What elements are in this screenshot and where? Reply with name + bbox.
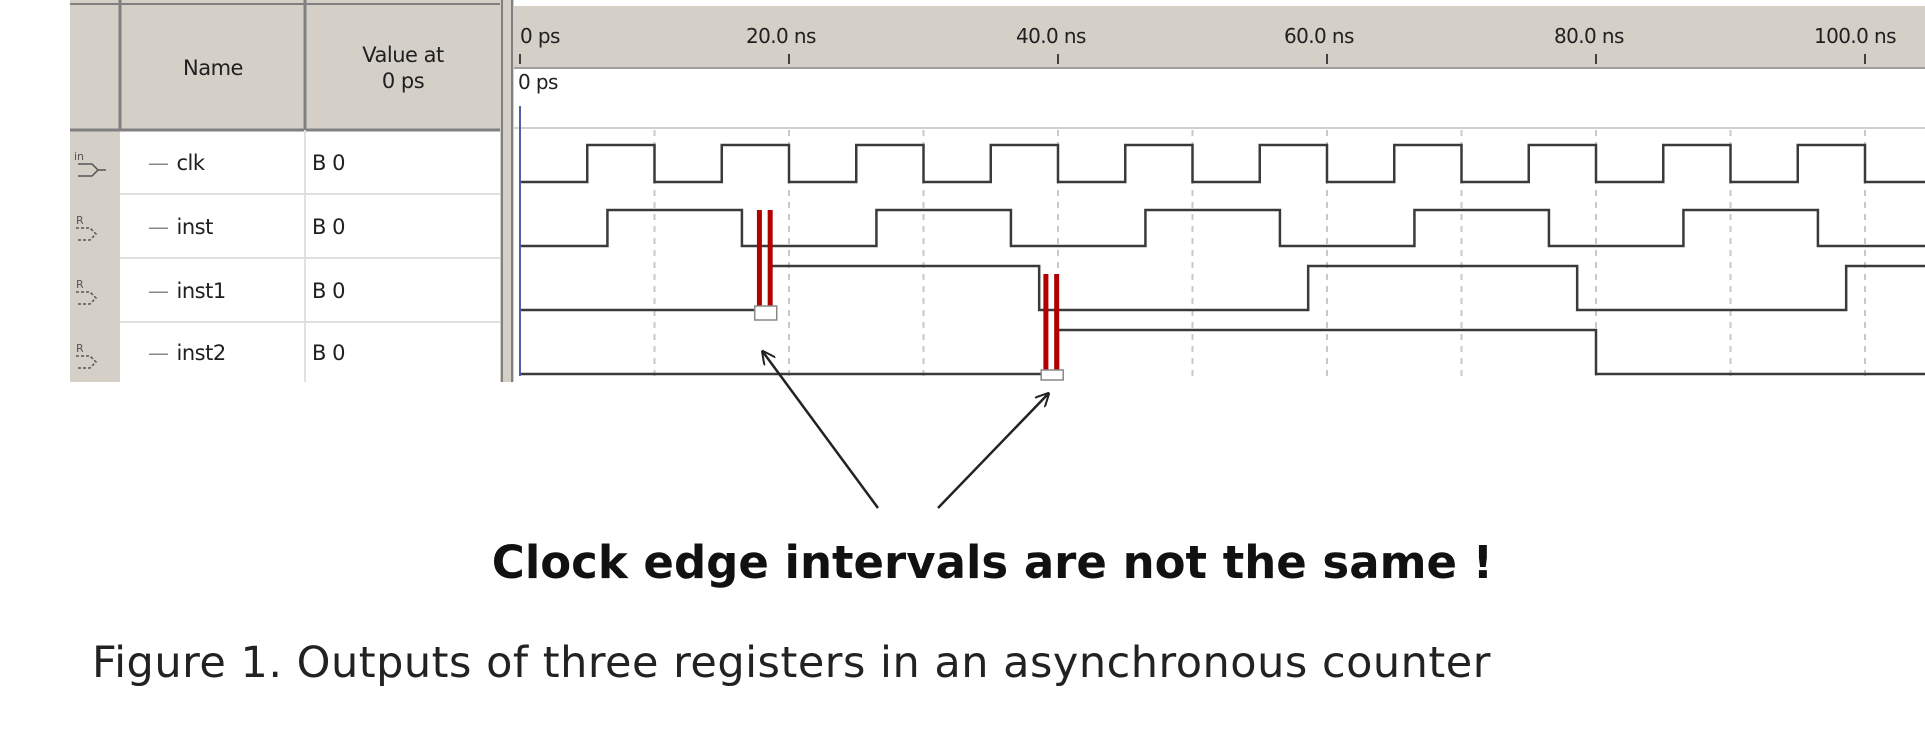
name-column-header[interactable]: Name <box>183 55 243 80</box>
edge-marker <box>753 305 778 321</box>
signal-name: —inst <box>148 215 213 239</box>
tick-label-0: 0 ps <box>520 24 560 48</box>
signal-value: B 0 <box>312 279 345 303</box>
register-output-icon: R <box>76 342 98 369</box>
value-column-header[interactable]: Value at 0 ps <box>362 42 444 93</box>
svg-text:R: R <box>76 214 84 227</box>
tick-label-20ns: 20.0 ns <box>746 24 816 48</box>
signal-name: —inst1 <box>148 279 226 303</box>
waveform-viewer: Name Value at 0 ps 0 ps 20.0 ns 40.0 ns … <box>70 0 1925 382</box>
cursor-time-label: 0 ps <box>518 70 558 94</box>
svg-text:in: in <box>74 150 84 163</box>
tick-label-80ns: 80.0 ns <box>1554 24 1624 48</box>
input-pin-icon: in <box>74 150 106 177</box>
table-header-bg <box>70 0 500 130</box>
signal-name: —clk <box>148 151 205 175</box>
register-output-icon: R <box>76 214 98 241</box>
arrow-to-second-edge <box>937 394 1048 509</box>
time-ruler <box>514 6 1925 68</box>
waveform-inst2 <box>520 328 1925 376</box>
signal-value: B 0 <box>312 215 345 239</box>
svg-text:R: R <box>76 342 84 355</box>
tick-label-60ns: 60.0 ns <box>1284 24 1354 48</box>
figure-caption: Figure 1. Outputs of three registers in … <box>92 638 1491 688</box>
register-output-icon: R <box>76 278 98 305</box>
waveform-clk <box>520 143 1925 184</box>
waveform-inst1 <box>520 264 1925 312</box>
svg-text:R: R <box>76 278 84 291</box>
signal-value: B 0 <box>312 341 345 365</box>
tick-label-100ns: 100.0 ns <box>1814 24 1897 48</box>
waveform-canvas <box>70 0 1925 382</box>
signal-value: B 0 <box>312 151 345 175</box>
table-body-bg <box>120 130 500 382</box>
waveform-inst <box>520 208 1925 248</box>
edge-marker <box>1040 369 1064 381</box>
tick-label-40ns: 40.0 ns <box>1016 24 1086 48</box>
signal-name: —inst2 <box>148 341 226 365</box>
annotation-text: Clock edge intervals are not the same ! <box>491 536 1494 589</box>
